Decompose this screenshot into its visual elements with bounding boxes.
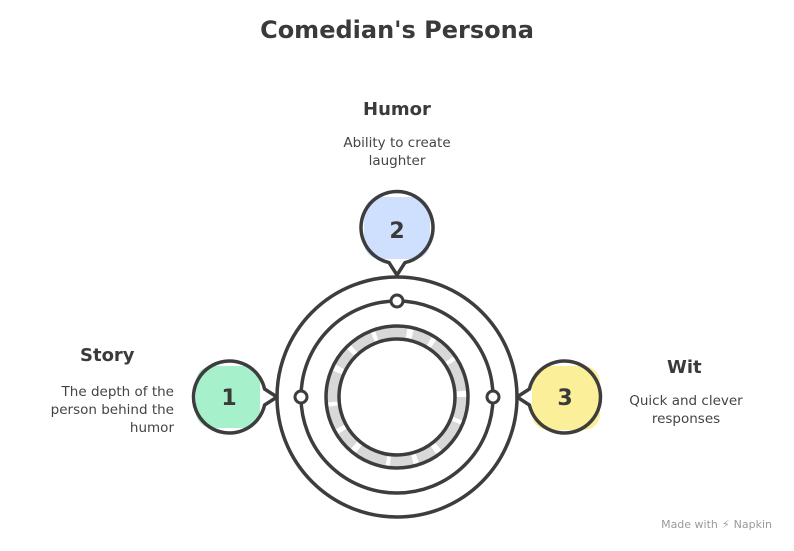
ring-marker-right [485,389,501,405]
watermark-brand: Napkin [733,518,772,531]
inner-ring [324,324,470,470]
humor-description-line: Ability to create [343,135,451,151]
story-description-line: person behind the [50,402,174,418]
outer-ring [275,275,519,519]
ring-marker-top [389,293,405,309]
bubble-wit: 3 [515,359,603,435]
wit-description: Quick and clever responses [616,392,756,428]
bubble-humor-number: 2 [389,219,404,244]
innermost-ring [337,337,457,457]
bubble-humor-outline [359,189,435,277]
napkin-logo-icon: ⚡ [721,518,730,531]
bubble-wit-fill [532,366,600,430]
story-heading: Story [80,345,135,366]
bubble-humor: 2 [359,189,435,277]
napkin-watermark: Made with ⚡ Napkin [661,518,772,531]
bubble-story-number: 1 [221,386,236,411]
story-description-line: The depth of the [61,384,174,400]
wit-heading: Wit [667,357,702,378]
bubble-humor-fill [364,197,430,259]
bubble-wit-outline [515,359,603,435]
story-description: The depth of the person behind the humor [18,383,174,437]
humor-description: Ability to create laughter [297,134,497,170]
wit-description-line: Quick and clever [629,393,743,409]
ring-marker-left [293,389,309,405]
bubble-wit-number: 3 [557,386,572,411]
humor-description-line: laughter [368,153,426,169]
bubble-story-fill [196,366,260,428]
bubble-story-outline [191,359,279,435]
inner-hatched-ring [326,326,468,468]
bubble-story: 1 [191,359,279,435]
watermark-prefix: Made with [661,518,718,531]
humor-heading: Humor [363,99,431,120]
diagram-title: Comedian's Persona [260,16,534,44]
wit-description-line: responses [651,411,721,427]
story-description-line: humor [129,420,174,436]
